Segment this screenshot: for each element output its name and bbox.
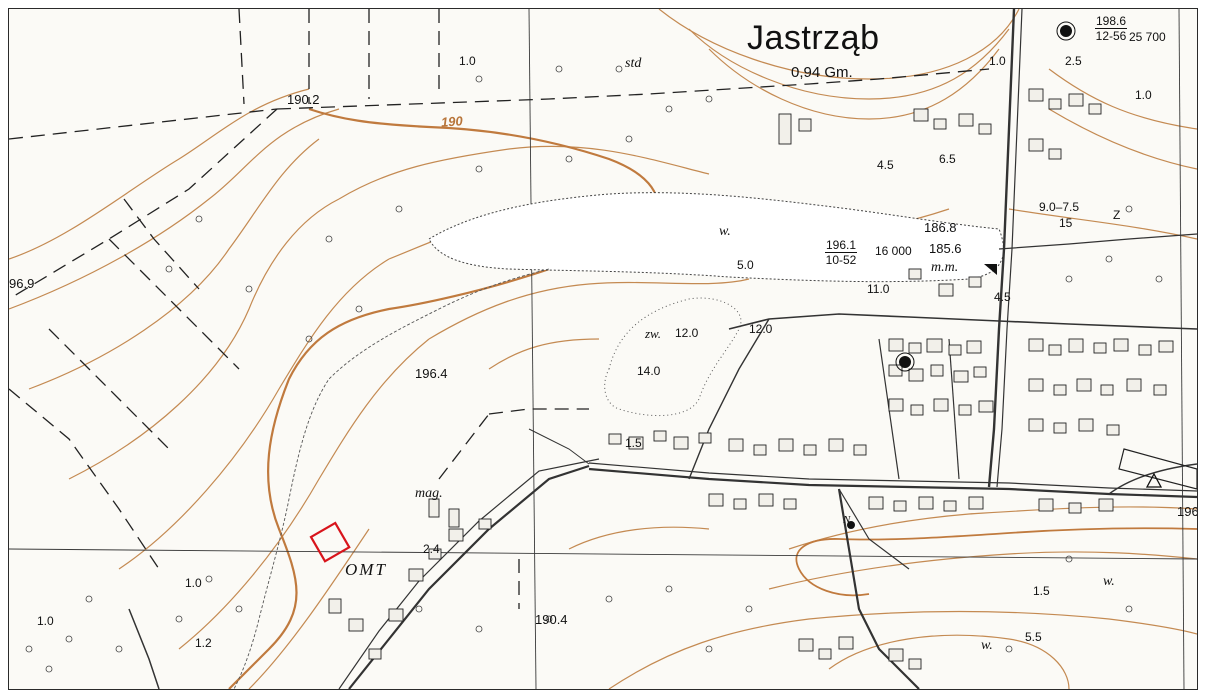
contour-label-190: 190 xyxy=(440,113,464,130)
elevation-label: 196 xyxy=(1177,504,1198,519)
elevation-label: 186.8 xyxy=(924,220,957,235)
value-label: 2.5 xyxy=(1065,54,1082,68)
value-label: 1.0 xyxy=(989,54,1006,68)
buildings xyxy=(328,88,1174,670)
value-label: 1.0 xyxy=(1135,88,1152,102)
value-label: 12.0 xyxy=(675,326,699,340)
value-label: 14.0 xyxy=(637,364,661,378)
feature-label-lake: w. xyxy=(719,224,731,239)
feature-label-mm: m.m. xyxy=(931,260,959,275)
elevation-label: 96.9 xyxy=(9,276,35,291)
contour-190-ext xyxy=(795,527,1197,597)
elevation-fraction: 198.6 12-56 xyxy=(1095,14,1128,43)
town-population: 0,94 Gm. xyxy=(791,64,853,81)
tree-symbols xyxy=(25,65,1163,673)
feature-label-omt: OMT xyxy=(345,560,387,579)
value-label: 11.0 xyxy=(867,282,890,296)
feature-label-zw: zw. xyxy=(645,326,662,341)
elevation-label: 196.4 xyxy=(415,366,448,381)
elevation-label: 190.2 xyxy=(287,92,320,107)
value-label: 1.5 xyxy=(1033,584,1050,598)
elevation-fraction: 196.1 10-52 xyxy=(825,238,858,267)
value-label: 1.0 xyxy=(185,576,202,590)
feature-label-w: w. xyxy=(981,638,993,653)
value-label: 15 xyxy=(1059,216,1073,230)
forest xyxy=(604,297,742,417)
value-label: Z xyxy=(1113,208,1121,222)
value-label: 2.4 xyxy=(423,542,440,556)
value-label: 9.0–7.5 xyxy=(1039,200,1080,214)
topographic-map[interactable]: Jastrząb 0,94 Gm. 190 190.2 96.9 196.4 1… xyxy=(8,8,1198,690)
map-canvas xyxy=(9,9,1197,689)
field-boundaries xyxy=(9,9,990,609)
church-symbols xyxy=(847,21,1076,529)
contour-lines xyxy=(9,9,1197,689)
feature-label-std: std xyxy=(625,56,642,71)
feature-label-w: w. xyxy=(1103,574,1115,589)
elevation-label: 185.6 xyxy=(929,241,962,256)
grid-coordinate: 16 000 xyxy=(875,244,912,258)
grid-lines xyxy=(9,9,1197,689)
grid-coordinate: 25 700 xyxy=(1129,30,1166,44)
value-label: 5.0 xyxy=(737,258,754,272)
contour-190 xyxy=(228,107,658,689)
value-label: 1.0 xyxy=(459,54,476,68)
value-label: 6.5 xyxy=(939,152,956,166)
roads xyxy=(128,9,1197,689)
value-label: 1.2 xyxy=(195,636,212,650)
value-label: 4.5 xyxy=(877,158,894,172)
lake xyxy=(428,192,1005,283)
triangulation-point xyxy=(1145,472,1163,488)
value-label: 12.0 xyxy=(749,322,773,336)
value-label: 1.0 xyxy=(37,614,54,628)
elevation-label: 190.4 xyxy=(535,612,568,627)
town-name: Jastrząb xyxy=(747,19,880,57)
highlighted-parcel[interactable] xyxy=(309,521,351,563)
mill-marker xyxy=(984,264,997,275)
stream xyxy=(233,268,550,689)
feature-label-n: N xyxy=(843,514,851,526)
value-label: 4.5 xyxy=(994,290,1011,304)
value-label: 1.5 xyxy=(625,436,642,450)
value-label: 5.5 xyxy=(1025,630,1042,644)
railway-area xyxy=(1118,448,1197,490)
feature-label-mag: mag. xyxy=(415,486,443,501)
